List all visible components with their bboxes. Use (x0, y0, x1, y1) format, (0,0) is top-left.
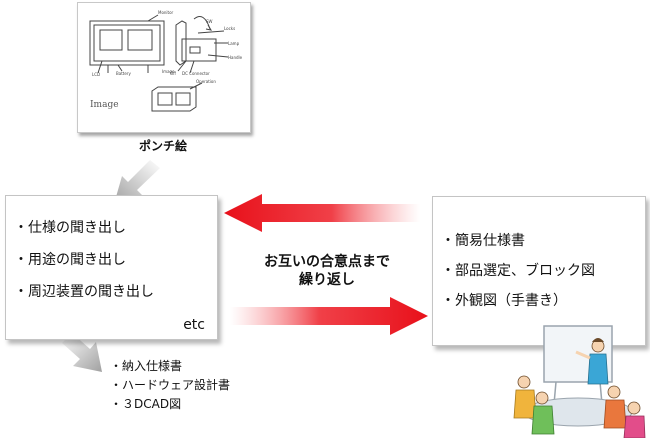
concept-sketch-image: Monitor SW Locks Lamp Handle DC Connecto… (77, 2, 251, 133)
sketch-label-off: Off (170, 71, 176, 76)
deliverables-item: 簡易仕様書 (441, 231, 595, 251)
sketch-label-image: Image (90, 100, 119, 110)
iteration-note-line1: お互いの合意点まで (264, 254, 390, 270)
output-item: 納入仕様書 (110, 357, 230, 376)
deliverables-box: 簡易仕様書 部品選定、ブロック図 外観図（手書き） (432, 196, 646, 346)
sketch-label-connector: DC Connector (182, 71, 210, 76)
sketch-label-lcd: LCD (92, 72, 100, 77)
sketch-label-top: Monitor (158, 10, 174, 15)
deliverables-item: 部品選定、ブロック図 (441, 261, 595, 281)
sketch-label-lamp: Lamp (228, 41, 240, 46)
deliverables-item: 外観図（手書き） (441, 291, 595, 311)
sketch-label-lcd-side: Locks (224, 26, 235, 31)
gray-arrow-sketch-to-left (114, 160, 160, 204)
output-item: ３DCAD図 (110, 395, 230, 414)
output-item: ハードウェア設計書 (110, 376, 230, 395)
sketch-label-operation: Operation (196, 79, 216, 84)
requirements-box: 仕様の聞き出し 用途の聞き出し 周辺装置の聞き出し etc (5, 195, 218, 340)
gray-arrow-left-to-outputs (62, 333, 102, 372)
sketch-drawing: Monitor SW Locks Lamp Handle DC Connecto… (89, 10, 243, 112)
sketch-label-sw: SW (206, 19, 213, 24)
requirements-list: 仕様の聞き出し 用途の聞き出し 周辺装置の聞き出し (14, 218, 154, 302)
red-arrow-left (224, 194, 420, 232)
sketch-label-battery: Battery (116, 71, 131, 76)
outputs-list: 納入仕様書 ハードウェア設計書 ３DCAD図 (110, 357, 230, 414)
sketch-device-body (89, 20, 165, 66)
etc-label: etc (183, 317, 205, 333)
iteration-note-line2: 繰り返し (299, 272, 355, 288)
requirements-item: 仕様の聞き出し (14, 218, 154, 238)
sketch-caption: ポンチ絵 (138, 139, 187, 153)
iteration-note: お互いの合意点まで 繰り返し (237, 253, 417, 289)
requirements-item: 用途の聞き出し (14, 250, 154, 270)
requirements-item: 周辺装置の聞き出し (14, 282, 154, 302)
meeting-illustration (513, 325, 646, 438)
sketch-label-image-small: Image (162, 69, 175, 74)
sketch-label-handle: Handle (228, 55, 243, 60)
red-arrow-right (230, 297, 428, 335)
deliverables-list: 簡易仕様書 部品選定、ブロック図 外観図（手書き） (441, 231, 595, 311)
